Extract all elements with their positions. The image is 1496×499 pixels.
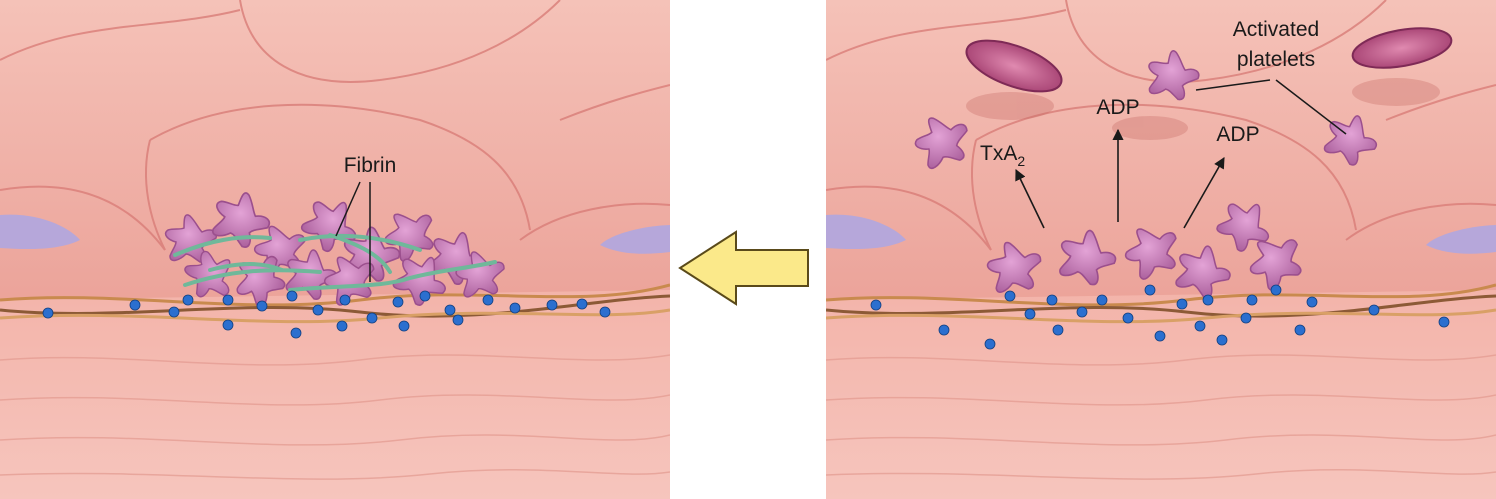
left-panel: Fibrin [0, 0, 670, 499]
process-arrow [680, 232, 808, 304]
txa2-subscript: 2 [1017, 153, 1025, 169]
adp-label-left: ADP [1096, 96, 1139, 119]
txa2-main: TxA [980, 142, 1017, 165]
adp-label-right: ADP [1216, 123, 1259, 146]
activated-label-line2: platelets [1237, 48, 1315, 71]
activated-label-line1: Activated [1233, 18, 1319, 41]
fibrin-label: Fibrin [344, 154, 397, 177]
right-panel: Activated platelets ADP ADP TxA2 [826, 0, 1496, 499]
